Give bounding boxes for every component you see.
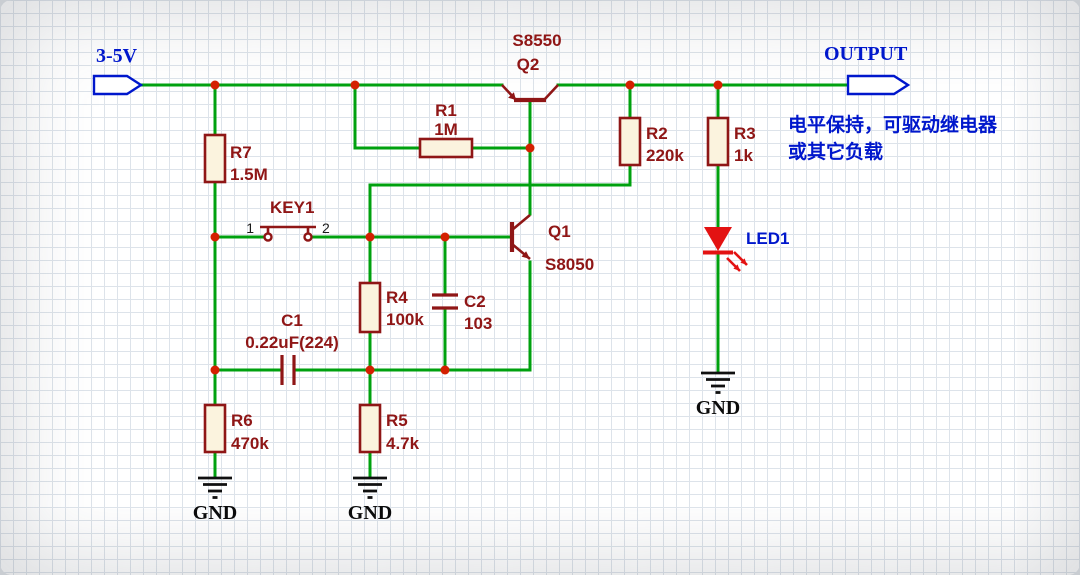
resistor-r1-body xyxy=(418,137,474,159)
key1-left-contact xyxy=(263,232,273,242)
led1-emission-arrowhead-2 xyxy=(740,258,747,265)
ground-symbol-left: GND xyxy=(193,476,237,524)
resistor-r1: R1 1M xyxy=(418,101,474,159)
resistor-r7-value-label: 1.5M xyxy=(230,165,268,184)
resistor-r5-value-label: 4.7k xyxy=(386,434,420,453)
junction-dot xyxy=(365,365,375,375)
transistor-q1-ref-label: Q1 xyxy=(548,222,571,241)
resistor-r5-body xyxy=(358,403,382,454)
resistor-r1-value-label: 1M xyxy=(434,120,458,139)
resistor-r3-value-label: 1k xyxy=(734,146,753,165)
ground-label-left: GND xyxy=(193,502,237,524)
resistor-r6-body xyxy=(203,403,227,454)
annotation-line-1: 电平保持，可驱动继电器 xyxy=(788,113,998,136)
resistor-r5-ref-label: R5 xyxy=(386,411,408,430)
resistor-r7: R7 1.5M xyxy=(203,133,268,184)
resistor-r3: R3 1k xyxy=(706,116,756,167)
annotation-line-2: 或其它负载 xyxy=(788,140,883,163)
junction-dot xyxy=(210,232,220,242)
resistor-r6-value-label: 470k xyxy=(231,434,269,453)
resistor-r5: R5 4.7k xyxy=(358,403,420,454)
transistor-q2: S8550 Q2 xyxy=(501,31,562,103)
q2-collector-lead xyxy=(543,84,559,101)
resistor-r2-ref-label: R2 xyxy=(646,124,668,143)
ground-label-led: GND xyxy=(696,397,740,419)
ground-symbol-middle: GND xyxy=(348,476,392,524)
resistor-r4-value-label: 100k xyxy=(386,310,424,329)
annotation-note: 电平保持，可驱动继电器 或其它负载 xyxy=(788,113,998,163)
resistor-r4-ref-label: R4 xyxy=(386,288,408,307)
resistor-r3-ref-label: R3 xyxy=(734,124,756,143)
led-led1: LED1 xyxy=(703,227,789,272)
key1-right-contact xyxy=(303,232,313,242)
resistor-r1-ref-label: R1 xyxy=(435,101,457,120)
ground-symbol-led: GND xyxy=(696,371,740,419)
power-port-label: 3-5V xyxy=(96,45,138,67)
transistor-q1-part-label: S8050 xyxy=(545,255,594,274)
capacitor-c2-value-label: 103 xyxy=(464,314,492,333)
key1-pin1-label: 1 xyxy=(246,220,254,236)
output-port: OUTPUT xyxy=(824,43,911,96)
transistor-q1: Q1 S8050 xyxy=(509,214,594,274)
junction-dot xyxy=(365,232,375,242)
led-led1-ref-label: LED1 xyxy=(746,229,789,248)
wire-net xyxy=(140,83,850,479)
capacitor-c2: C2 103 xyxy=(432,292,492,333)
pushbutton-key1: KEY1 1 2 xyxy=(246,198,330,242)
resistor-r7-body xyxy=(203,133,227,184)
capacitor-c1-value-label: 0.22uF(224) xyxy=(245,333,339,352)
junction-dot xyxy=(210,80,220,90)
transistor-q2-part-label: S8550 xyxy=(512,31,561,50)
junction-dot xyxy=(440,232,450,242)
q2-emitter-arrow xyxy=(508,92,516,100)
resistor-r2: R2 220k xyxy=(618,116,684,167)
resistor-r6-ref-label: R6 xyxy=(231,411,253,430)
led1-triangle xyxy=(704,227,732,251)
resistor-r7-ref-label: R7 xyxy=(230,143,252,162)
power-port: 3-5V xyxy=(92,45,144,96)
power-port-shape xyxy=(92,74,144,96)
junction-dot xyxy=(625,80,635,90)
pushbutton-key1-ref-label: KEY1 xyxy=(270,198,314,217)
resistor-r4-body xyxy=(358,281,382,334)
resistor-r3-body xyxy=(706,116,730,167)
capacitor-c1-ref-label: C1 xyxy=(281,311,303,330)
junction-dot xyxy=(210,365,220,375)
junction-dot xyxy=(440,365,450,375)
junction-dot xyxy=(713,80,723,90)
junction-dot xyxy=(350,80,360,90)
output-port-shape xyxy=(846,74,911,96)
led1-emission-arrowhead-1 xyxy=(733,264,740,271)
capacitor-c2-ref-label: C2 xyxy=(464,292,486,311)
q1-emitter-arrow xyxy=(521,251,530,259)
output-port-label: OUTPUT xyxy=(824,43,908,65)
capacitor-c1: C1 0.22uF(224) xyxy=(245,311,339,385)
ground-label-middle: GND xyxy=(348,502,392,524)
resistor-r2-value-label: 220k xyxy=(646,146,684,165)
resistor-r4: R4 100k xyxy=(358,281,424,334)
key1-pin2-label: 2 xyxy=(322,220,330,236)
junction-dot xyxy=(525,143,535,153)
resistor-r2-body xyxy=(618,116,642,167)
resistor-r6: R6 470k xyxy=(203,403,269,454)
junction-dots xyxy=(210,80,723,375)
q1-collector-lead xyxy=(511,214,531,231)
transistor-q2-ref-label: Q2 xyxy=(517,55,540,74)
